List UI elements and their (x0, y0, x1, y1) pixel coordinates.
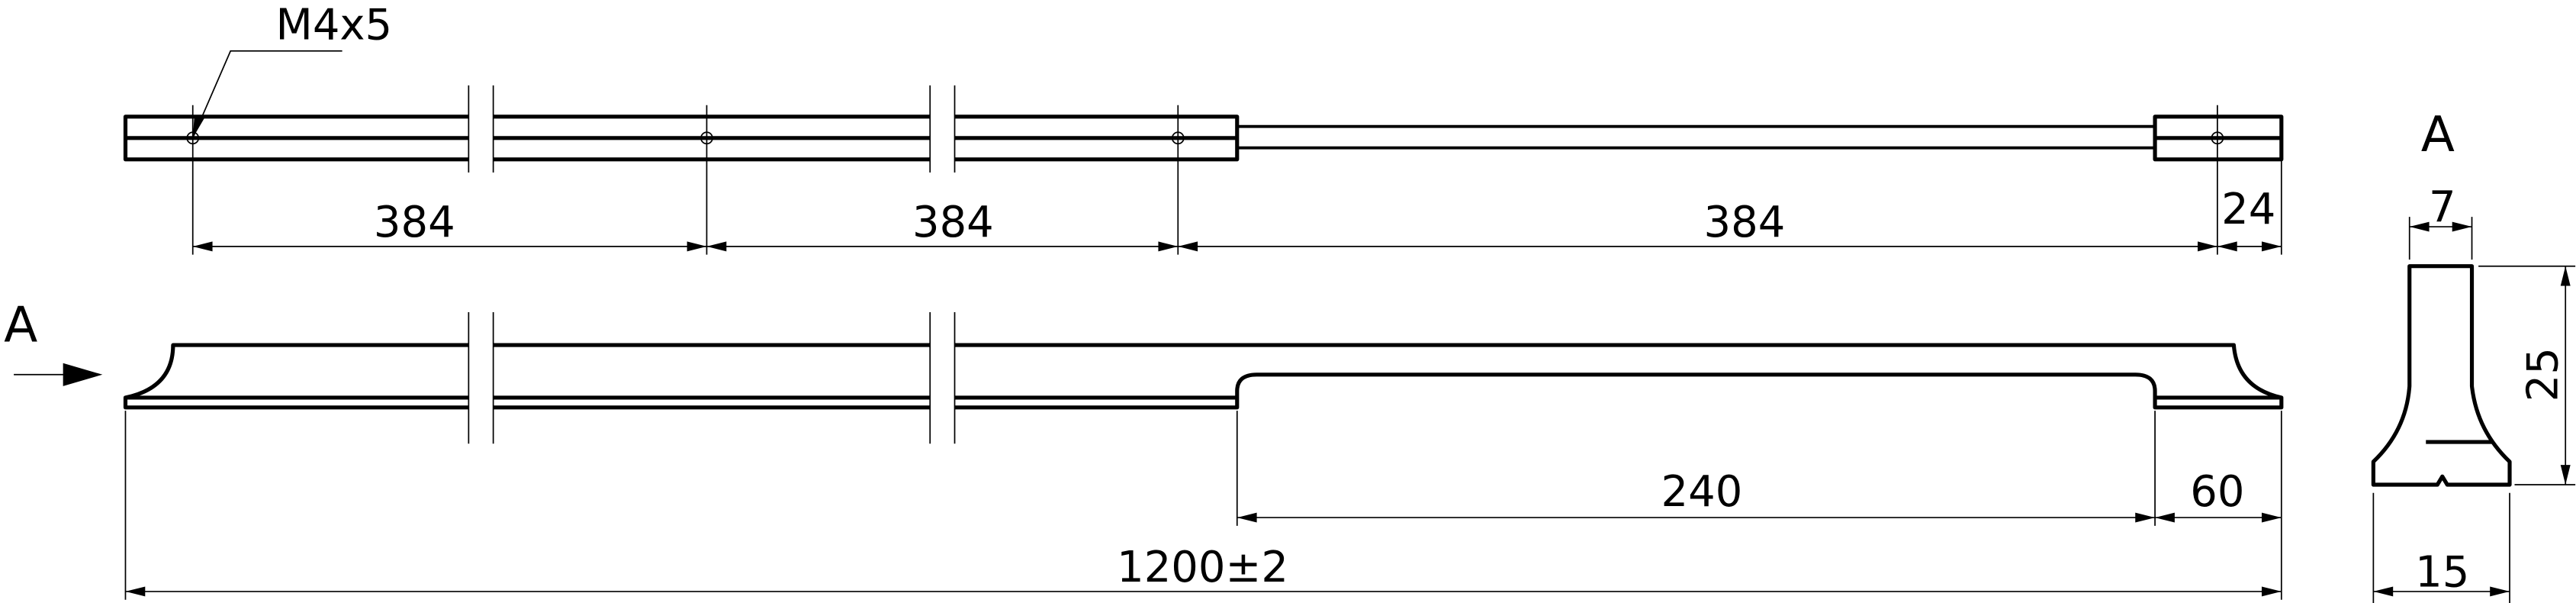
section-title: A (2421, 106, 2455, 163)
top-view: 384 384 384 24 M4x5 (123, 1, 2284, 255)
dimension-overall-length: 1200±2 (1117, 543, 1288, 592)
dimension-25: 25 (2518, 347, 2568, 401)
dimension-24: 24 (2221, 185, 2275, 234)
thread-leader (191, 50, 343, 139)
dimension-15: 15 (2415, 547, 2469, 597)
dimension-384-1: 384 (374, 198, 455, 247)
dimension-240: 240 (1661, 467, 1743, 517)
extension-lines (191, 105, 2282, 255)
view-marker-a: A (4, 297, 37, 354)
dimension-384-2: 384 (912, 198, 994, 247)
thread-callout: M4x5 (276, 1, 393, 50)
dimension-7: 7 (2429, 183, 2456, 233)
break-lines (468, 85, 956, 173)
view-direction-arrow (63, 363, 103, 386)
section-a-view: A 7 25 15 (2371, 106, 2576, 603)
dimension-60: 60 (2190, 467, 2244, 517)
front-view: A 240 60 1200±2 (4, 297, 2284, 600)
dimension-384-3: 384 (1704, 198, 1786, 247)
